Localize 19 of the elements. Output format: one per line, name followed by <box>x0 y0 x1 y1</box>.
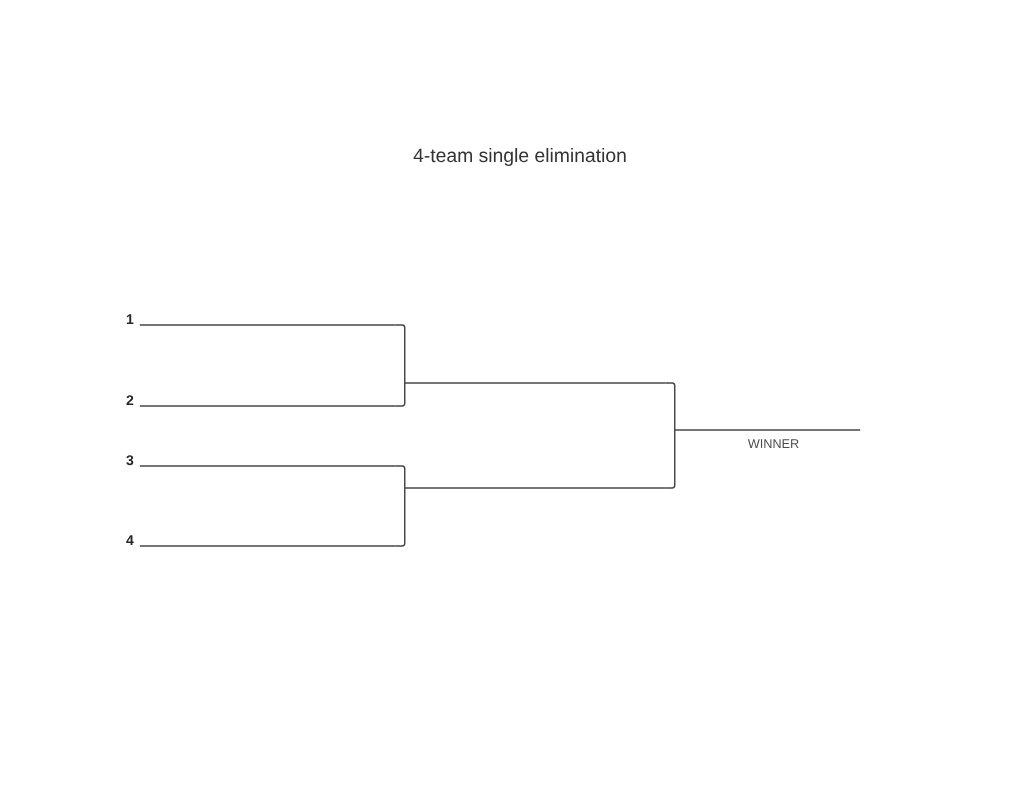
fill-in-line <box>139 465 396 467</box>
seed-number: 4 <box>126 535 134 545</box>
bracket-line <box>394 487 406 547</box>
bracket-line <box>394 382 406 407</box>
seed-number: 2 <box>126 395 134 405</box>
title: 4-team single elimination <box>413 148 626 166</box>
fill-in-line <box>139 545 396 547</box>
bracket-line <box>394 324 406 384</box>
fill-in-line <box>139 324 396 326</box>
fill-in-line <box>674 429 861 431</box>
bracket-line <box>394 465 406 489</box>
fill-in-line <box>404 487 666 489</box>
bracket-line <box>664 382 676 431</box>
seed-number: 1 <box>126 314 134 324</box>
bracket-line <box>664 429 676 489</box>
fill-in-line <box>139 405 396 407</box>
winner-label: WINNER <box>747 439 799 448</box>
fill-in-line <box>404 382 666 384</box>
seed-number: 3 <box>126 455 134 466</box>
